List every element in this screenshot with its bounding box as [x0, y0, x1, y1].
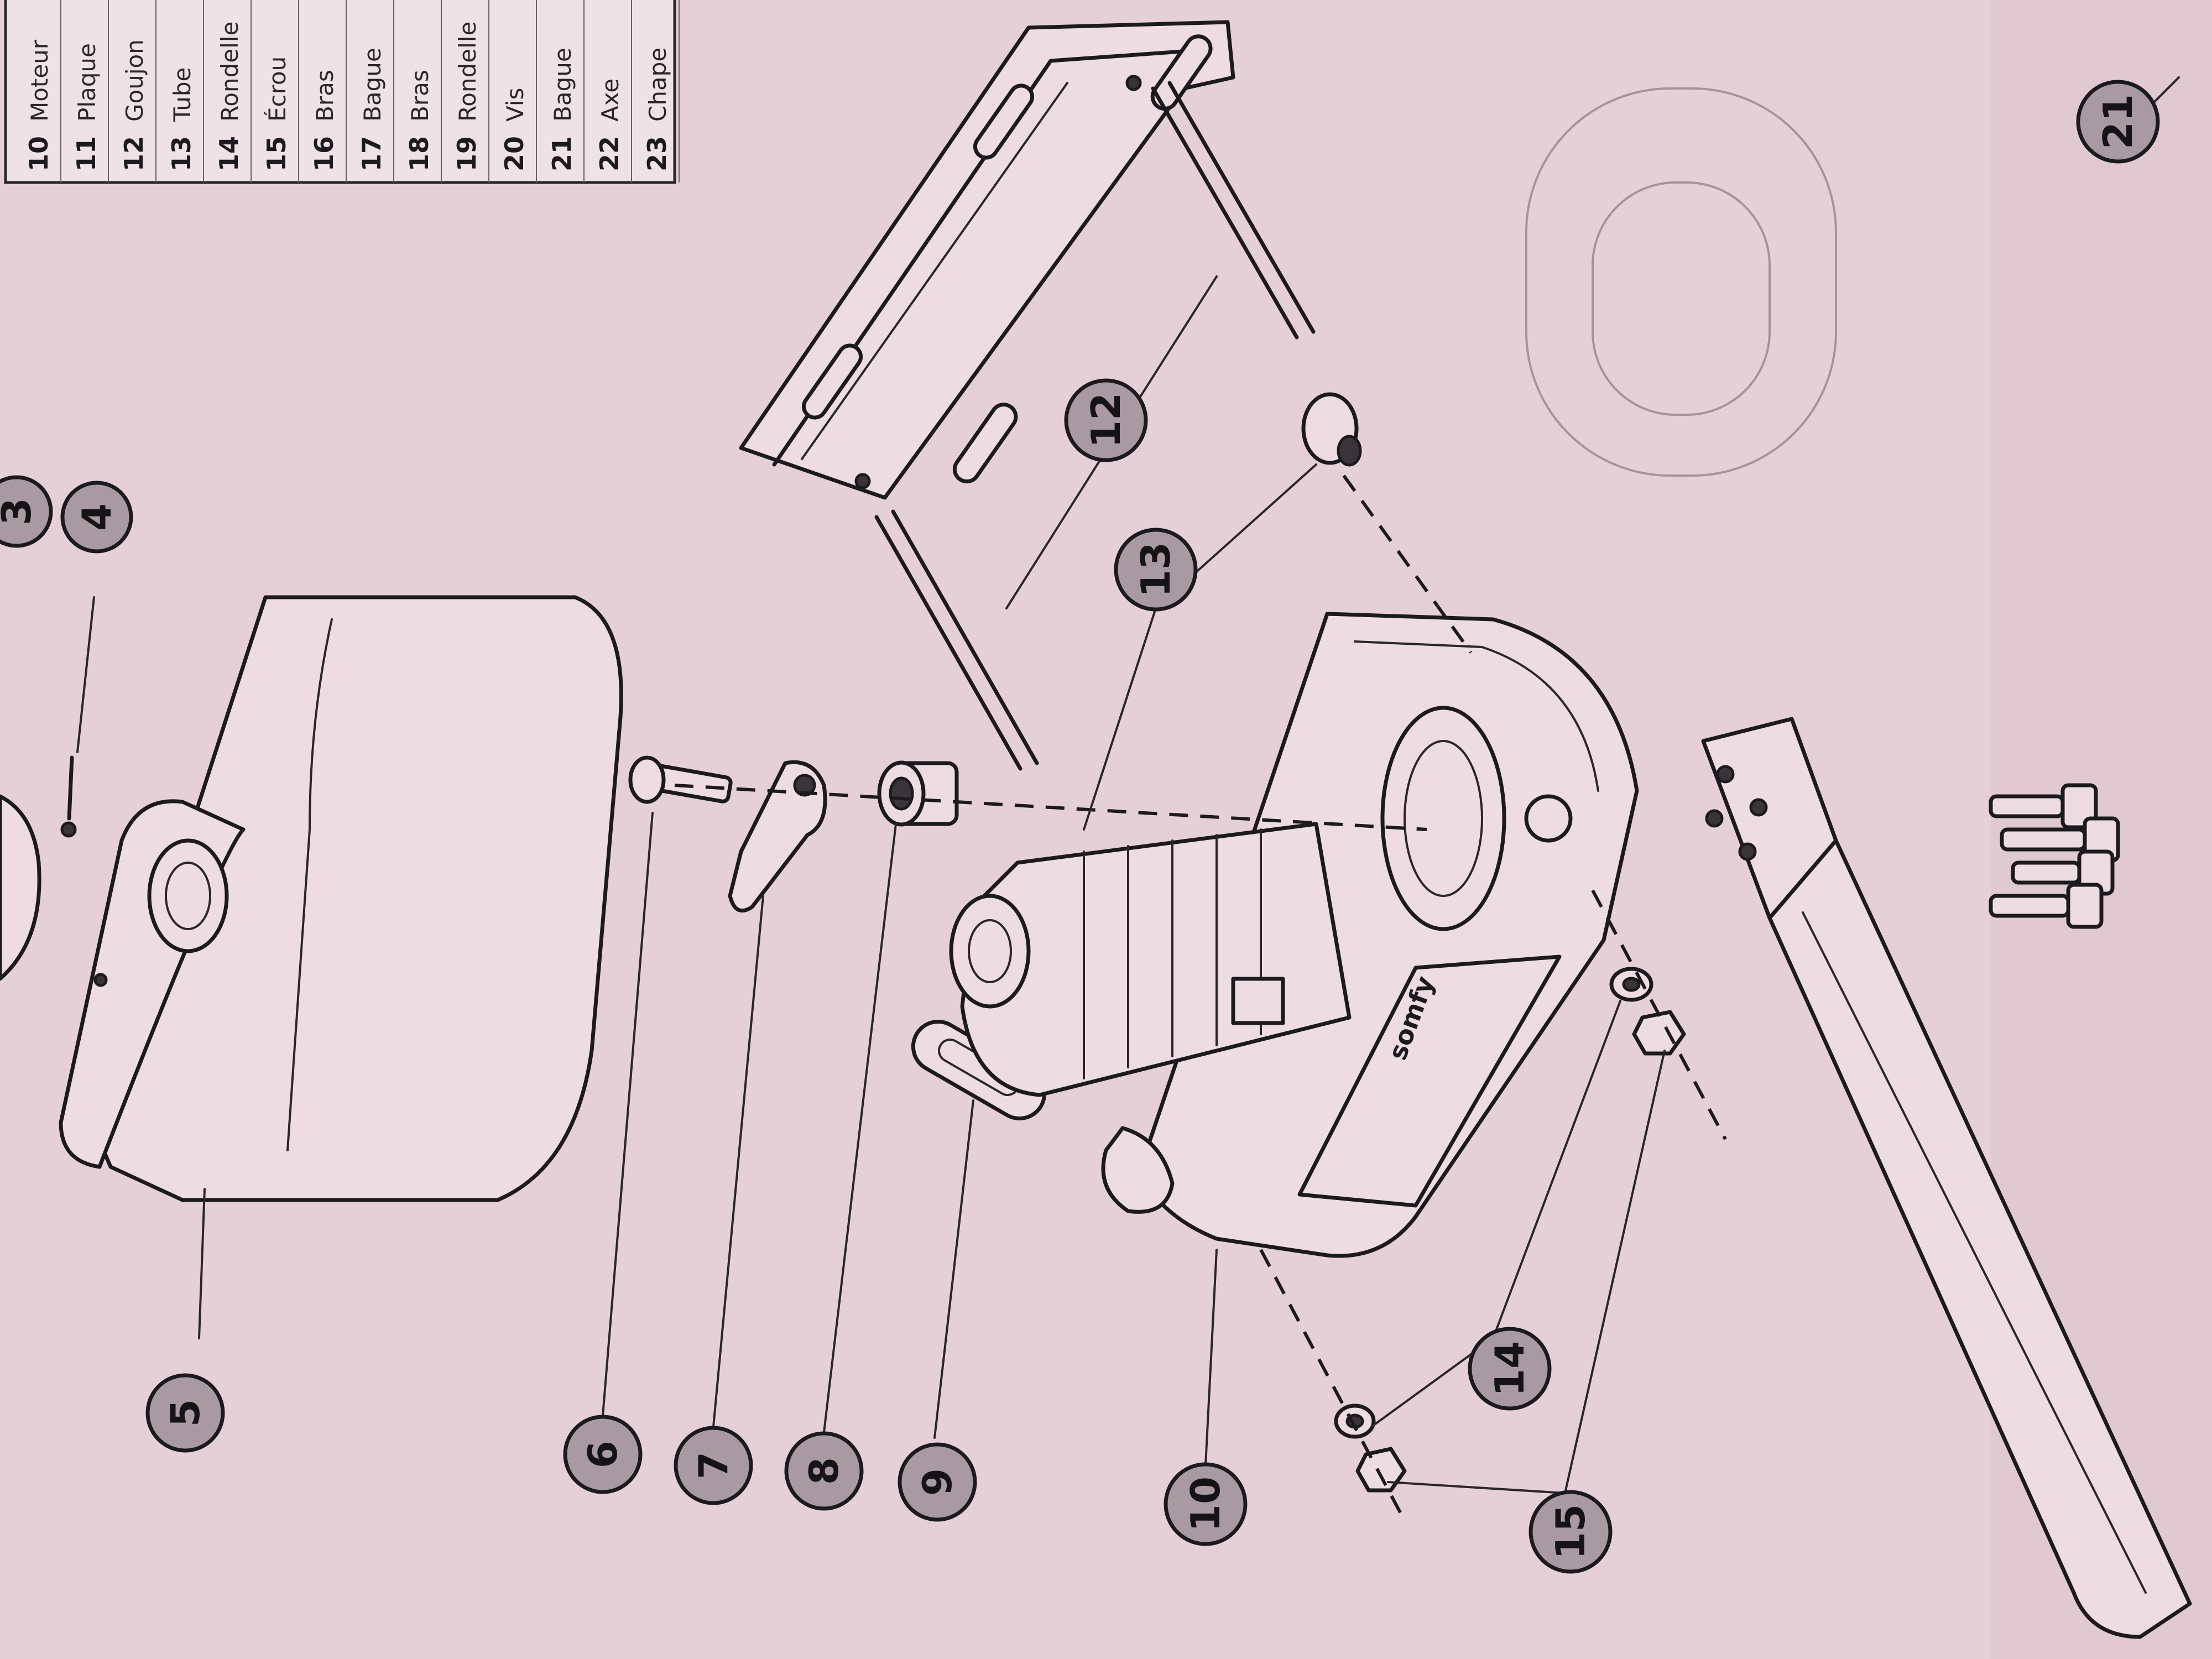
legend-row-number: 22 — [594, 136, 624, 171]
parts-legend: 10 Moteur 11 Plaque 12 Goujon 13 Tube 14 Rondelle… — [4, 0, 680, 184]
legend-frame — [4, 0, 676, 184]
legend-row-text: Plaque — [74, 43, 101, 122]
callout-8: 8 — [784, 1431, 864, 1511]
svg-text:8: 8 — [801, 1457, 847, 1485]
legend-row-text: Bras — [311, 70, 338, 122]
callout-10: 10 — [1164, 1462, 1248, 1546]
threaded-rods — [874, 81, 1316, 771]
svg-text:21: 21 — [2095, 94, 2141, 149]
callout-6: 6 — [563, 1415, 643, 1494]
svg-text:12: 12 — [1083, 393, 1129, 448]
legend-row-number: 16 — [309, 136, 339, 171]
legend-row-text: Axe — [597, 79, 624, 122]
callout-21: 21 — [2076, 80, 2160, 164]
legend-row-number: 11 — [71, 136, 101, 171]
callout-13: 13 — [1114, 528, 1198, 612]
legend-row-number: 21 — [547, 136, 577, 171]
washers-and-nuts — [1334, 967, 1686, 1493]
leader-lines — [76, 76, 2180, 1494]
legend-row-text: Bague — [549, 48, 576, 122]
legend-row-text: Chape — [644, 48, 671, 122]
legend-row-number: 19 — [452, 136, 482, 171]
legend-row-number: 12 — [119, 136, 149, 171]
legend-row-text: Rondelle — [454, 22, 481, 122]
legend-row-number: 18 — [404, 136, 434, 171]
release-lever — [728, 760, 827, 913]
svg-text:15: 15 — [1547, 1504, 1594, 1559]
screw-part-6 — [628, 755, 733, 804]
svg-text:5: 5 — [162, 1399, 208, 1427]
legend-row-number: 10 — [24, 136, 54, 171]
legend-row-text: Vis — [502, 88, 529, 122]
callout-12: 12 — [1064, 378, 1148, 462]
mounting-bracket — [739, 20, 1235, 500]
legend-row-number: 17 — [357, 136, 387, 171]
legend-row-text: Bras — [406, 70, 434, 122]
motor-housing: somfy — [949, 612, 1639, 1258]
legend-row-number: 14 — [214, 136, 244, 171]
svg-text:7: 7 — [690, 1452, 737, 1479]
svg-text:13: 13 — [1133, 542, 1179, 597]
partial-disc-left — [0, 794, 41, 981]
assembly-axes — [674, 474, 1727, 1522]
legend-row-text: Goujon — [121, 39, 148, 122]
legend-row-number: 20 — [499, 136, 529, 171]
svg-text:6: 6 — [580, 1441, 626, 1468]
svg-text:9: 9 — [914, 1468, 961, 1496]
legend-row-number: 15 — [262, 136, 291, 171]
callout-14: 14 — [1468, 1327, 1552, 1411]
callout-5: 5 — [145, 1373, 225, 1453]
bolts-set — [1989, 783, 2120, 929]
callout-3: 3 — [0, 475, 53, 548]
legend-row-number: 13 — [166, 136, 196, 171]
svg-text:10: 10 — [1182, 1477, 1229, 1532]
callout-15: 15 — [1528, 1490, 1613, 1574]
svg-text:4: 4 — [74, 503, 120, 531]
output-arm — [1701, 717, 2192, 1639]
legend-row-text: Moteur — [26, 39, 53, 122]
spacer-tube — [1301, 392, 1362, 467]
legend-row-number: 23 — [642, 136, 672, 171]
gear-coupling — [877, 760, 959, 827]
cover-screws — [60, 755, 108, 987]
callout-9: 9 — [898, 1442, 977, 1522]
svg-text:14: 14 — [1486, 1341, 1533, 1396]
callout-7: 7 — [674, 1426, 753, 1505]
faint-background-part — [1525, 87, 1837, 477]
legend-row-text: Tube — [169, 67, 196, 122]
motor-cover — [59, 595, 623, 1202]
callout-4: 4 — [60, 481, 133, 554]
legend-row-text: Rondelle — [216, 22, 243, 122]
legend-row-text: Bague — [359, 48, 386, 122]
svg-text:3: 3 — [0, 498, 40, 525]
legend-row-text: Écrou — [263, 56, 291, 122]
